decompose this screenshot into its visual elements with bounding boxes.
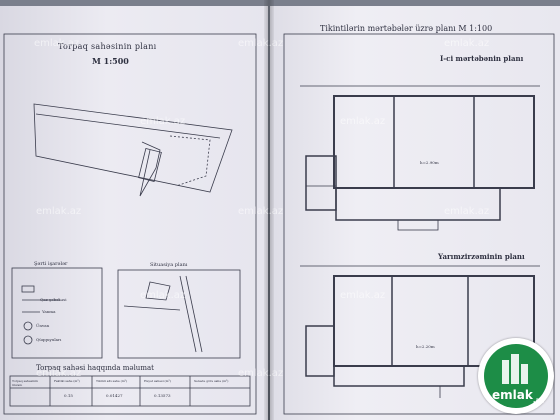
watermark: emlak.az xyxy=(36,368,82,379)
table-header-4: Sənədə görə sahə (m²) xyxy=(194,379,229,383)
emlak-logo-badge[interactable]: emlak.az xyxy=(478,338,554,414)
watermark: emlak.az xyxy=(238,368,284,379)
floor1-height: h=2.90m xyxy=(420,160,439,165)
logo-circle: emlak.az xyxy=(484,344,548,408)
situation-title: Situasiya planı xyxy=(150,262,188,268)
site-boundary xyxy=(33,103,233,193)
watermark: emlak.az xyxy=(444,206,490,217)
watermark: emlak.az xyxy=(238,206,284,217)
watermark: emlak.az xyxy=(238,38,284,49)
site-plan-scale: M 1:500 xyxy=(92,56,129,66)
building-outline xyxy=(139,141,161,197)
legend-item-wells: Qüqquyuları xyxy=(36,337,62,342)
situation-box xyxy=(117,269,241,359)
basement-title: Yarımzirzəminin planı xyxy=(438,252,525,261)
legend-item-gas: Qaz şəbəkəsi xyxy=(40,297,67,302)
legend-box xyxy=(11,267,103,359)
table-header-1: Faktiki sahə (m²) xyxy=(54,379,80,383)
floor1-outer-wall xyxy=(333,95,535,189)
site-plan-title: Torpaq sahəsinin planı xyxy=(58,42,157,51)
watermark: emlak.az xyxy=(444,38,490,49)
table-header-2: Tikinti altı sahə (m²) xyxy=(96,379,128,383)
floor1-title: I-ci mərtəbənin planı xyxy=(440,54,524,63)
info-table xyxy=(9,375,251,407)
table-header-3: Həyət sahəsi (m²) xyxy=(144,379,171,383)
legend-title: Şərti işarələr xyxy=(34,261,68,267)
right-frame xyxy=(283,33,555,415)
table-value-3: 0.13573 xyxy=(154,393,171,398)
legend-item-fire: Yanma xyxy=(42,309,56,314)
table-value-1: 0.15 xyxy=(64,393,73,398)
watermark: emlak.az xyxy=(340,290,386,301)
info-title: Torpaq sahəsi haqqında məlumat xyxy=(36,364,154,372)
page-spine xyxy=(264,0,274,420)
table-value-2: 0.01427 xyxy=(106,393,123,398)
floors-title: Tikintilərin mərtəbələr üzrə planı M 1:1… xyxy=(320,24,493,33)
brand-name: emlak.az xyxy=(492,388,545,405)
legend-item-address: Ünvan xyxy=(36,323,50,328)
watermark: emlak.az xyxy=(36,206,82,217)
watermark: emlak.az xyxy=(34,38,80,49)
watermark: emlak.az xyxy=(340,116,386,127)
watermark: emlak.az xyxy=(140,290,186,301)
watermark: emlak.az xyxy=(140,116,186,127)
left-frame xyxy=(3,33,257,415)
table-header-0: Torpaq sahəsinin ünvanı xyxy=(12,379,38,387)
building-icon xyxy=(502,354,528,384)
left-page xyxy=(0,6,268,420)
basement-height: h=2.20m xyxy=(416,344,435,349)
